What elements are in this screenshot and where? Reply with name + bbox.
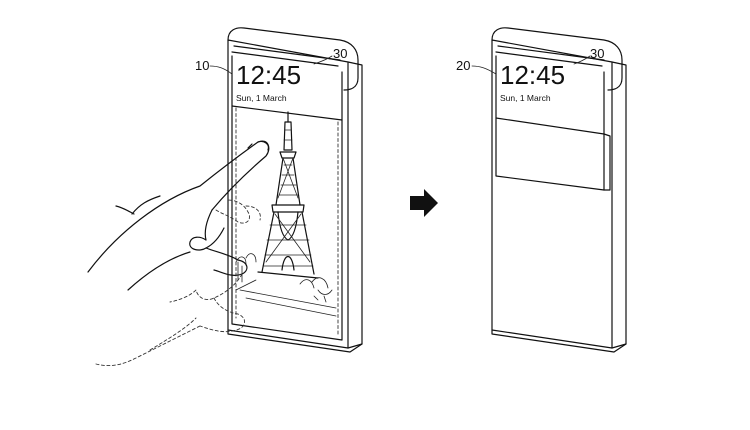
right-clock: 12:45 bbox=[500, 60, 565, 90]
left-cover-numeral: 30 bbox=[333, 46, 347, 61]
left-clock: 12:45 bbox=[236, 60, 301, 90]
left-date: Sun, 1 March bbox=[236, 93, 287, 103]
right-cover-numeral: 30 bbox=[590, 46, 604, 61]
eiffel-tower-icon bbox=[235, 111, 337, 317]
left-cover-leader bbox=[313, 55, 333, 65]
pointing-hand-icon bbox=[87, 140, 270, 367]
left-reference-numeral: 10 bbox=[195, 58, 209, 73]
right-date: Sun, 1 March bbox=[500, 93, 551, 103]
right-leader-line bbox=[471, 65, 497, 75]
right-device bbox=[491, 27, 627, 353]
left-leader-line bbox=[209, 65, 233, 75]
right-cover-leader bbox=[573, 55, 591, 65]
right-arrow-icon bbox=[410, 189, 438, 217]
right-reference-numeral: 20 bbox=[456, 58, 470, 73]
